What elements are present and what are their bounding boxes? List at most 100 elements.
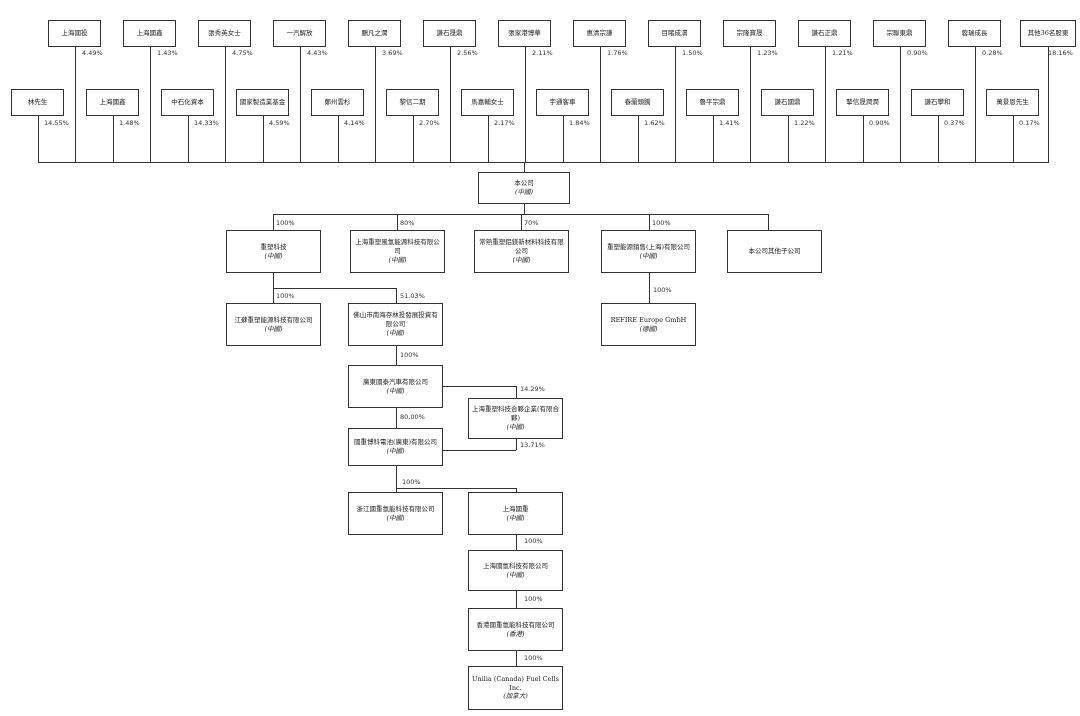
subsidiary-location: (中國) bbox=[386, 328, 405, 337]
shareholding-pct: 13.71% bbox=[520, 441, 545, 449]
shareholding-pct: 70% bbox=[524, 219, 539, 227]
subsidiary-name: REFIRE Europe GmbH bbox=[610, 315, 687, 324]
connector-line bbox=[649, 214, 650, 230]
connector-line bbox=[563, 116, 564, 162]
shareholding-pct: 1.62% bbox=[644, 119, 665, 127]
subsidiary-box: 上海重塑風氫能源科技有限公司 (中國) bbox=[350, 230, 445, 273]
shareholder-name: 上海國鑫 bbox=[136, 29, 163, 38]
company-name: 本公司 bbox=[514, 179, 534, 188]
shareholder-name: 春蘭頭騰 bbox=[624, 98, 651, 107]
connector-line bbox=[525, 47, 526, 162]
shareholder-name: 謙石晟鼎 bbox=[436, 29, 463, 38]
shareholding-pct: 4.75% bbox=[232, 49, 253, 57]
shareholder-name: 蓉瑞成長 bbox=[961, 29, 988, 38]
shareholding-pct: 18.16% bbox=[1048, 49, 1073, 57]
shareholder-box: 上海國投 bbox=[48, 20, 101, 47]
shareholder-box: 上海國鑫 bbox=[123, 20, 176, 47]
shareholder-name: 馬嘉輔女士 bbox=[471, 98, 504, 107]
subsidiary-location: (中國) bbox=[506, 570, 525, 579]
shareholder-box: 其他36名股東 bbox=[1020, 20, 1076, 47]
shareholding-pct: 100% bbox=[400, 351, 419, 359]
shareholding-pct: 100% bbox=[276, 219, 295, 227]
connector-line bbox=[450, 47, 451, 162]
shareholding-pct: 100% bbox=[653, 286, 672, 294]
shareholder-box: 馬嘉輔女士 bbox=[461, 89, 514, 116]
connector-line bbox=[338, 116, 339, 162]
subsidiary-box: REFIRE Europe GmbH (德國) bbox=[601, 303, 696, 346]
connector-line bbox=[396, 488, 397, 492]
connector-line bbox=[768, 214, 769, 230]
shareholder-box: 謙石正鼎 bbox=[798, 20, 851, 47]
shareholder-box: 宇通客車 bbox=[536, 89, 589, 116]
connector-line bbox=[375, 47, 376, 162]
connector-line bbox=[524, 162, 525, 172]
shareholder-box: 謙石晟鼎 bbox=[423, 20, 476, 47]
subsidiary-location: (香港) bbox=[506, 629, 525, 638]
subsidiary-box: 上海國氫科技有限公司 (中國) bbox=[468, 550, 563, 591]
shareholder-name: 一汽解放 bbox=[286, 29, 313, 38]
connector-line bbox=[225, 47, 226, 162]
shareholder-box: 惠清宗謙 bbox=[573, 20, 626, 47]
connector-line bbox=[863, 116, 864, 162]
shareholding-pct: 100% bbox=[524, 595, 543, 603]
subsidiary-location: (中國) bbox=[386, 447, 405, 455]
company-location: (中國) bbox=[514, 188, 534, 196]
subsidiary-name: 江蘇重塑能源科技有限公司 bbox=[234, 315, 313, 324]
connector-line bbox=[516, 386, 517, 398]
subsidiary-box: 廣東國泰汽車有限公司 (中國) bbox=[348, 365, 443, 408]
subsidiary-box: 常熟重塑鋁鎂新材料科技有限公司 (中國) bbox=[474, 230, 569, 273]
shareholder-box: 魯平宗鼎 bbox=[686, 89, 739, 116]
connector-line bbox=[1013, 116, 1014, 162]
connector-line bbox=[788, 116, 789, 162]
shareholder-box: 一汽解放 bbox=[273, 20, 326, 47]
shareholder-box: 萬景恩先生 bbox=[986, 89, 1039, 116]
shareholder-name: 上海國鑫 bbox=[99, 98, 126, 107]
connector-line bbox=[396, 488, 516, 489]
connector-line bbox=[675, 47, 676, 162]
subsidiary-name: 重塑科技 bbox=[260, 242, 287, 251]
subsidiary-location: (加拿大) bbox=[503, 692, 528, 701]
shareholding-pct: 1.48% bbox=[119, 119, 140, 127]
connector-line bbox=[900, 47, 901, 162]
subsidiary-location: (中國) bbox=[639, 251, 658, 260]
subsidiary-name: 上海重塑風氫能源科技有限公司 bbox=[355, 238, 440, 256]
shareholder-name: 謙石攀和 bbox=[924, 98, 951, 107]
shareholder-name: 宗隆寶晟 bbox=[736, 29, 763, 38]
shareholding-pct: 1.22% bbox=[794, 119, 815, 127]
shareholding-pct: 0.90% bbox=[907, 49, 928, 57]
subsidiary-location: (中國) bbox=[506, 513, 525, 522]
connector-line bbox=[516, 651, 517, 666]
subsidiary-name: 本公司其他子公司 bbox=[748, 247, 801, 256]
shareholder-name: 摯信晟潤潤 bbox=[846, 98, 879, 107]
shareholding-pct: 2.11% bbox=[532, 49, 553, 57]
subsidiary-box: 本公司其他子公司 bbox=[727, 230, 822, 273]
shareholder-name: 魯平宗鼎 bbox=[699, 98, 726, 107]
connector-line bbox=[516, 535, 517, 550]
subsidiary-box: 香港國重氫能科技有限公司 (香港) bbox=[468, 608, 563, 651]
connector-line bbox=[397, 214, 398, 230]
connector-line bbox=[396, 288, 397, 303]
shareholding-pct: 4.49% bbox=[82, 49, 103, 57]
subsidiary-name: 上海重塑科技合夥企業(有限合夥) bbox=[471, 405, 560, 423]
shareholder-box: 目睹成濤 bbox=[648, 20, 701, 47]
connector-line bbox=[263, 116, 264, 162]
subsidiary-name: 常熟重塑鋁鎂新材料科技有限公司 bbox=[479, 238, 564, 256]
subsidiary-name: 國重博科電池(廣東)有限公司 bbox=[353, 438, 438, 447]
connector-line bbox=[113, 116, 114, 162]
subsidiary-name: 上海國氫科技有限公司 bbox=[483, 561, 548, 570]
shareholding-pct: 14.55% bbox=[44, 119, 69, 127]
subsidiary-box: 國重博科電池(廣東)有限公司 (中國) bbox=[348, 428, 443, 466]
shareholder-name: 國家製造業基金 bbox=[239, 98, 286, 107]
subsidiary-location: (中國) bbox=[386, 513, 405, 522]
connector-line bbox=[188, 116, 189, 162]
connector-line bbox=[273, 214, 274, 230]
company-box: 本公司 (中國) bbox=[478, 172, 570, 204]
subsidiary-box: 上海重塑科技合夥企業(有限合夥) (中國) bbox=[468, 398, 563, 439]
subsidiary-name: 佛山市南海存林投發展投資有限公司 bbox=[353, 311, 438, 329]
connector-line bbox=[524, 204, 525, 214]
subsidiary-location: (中國) bbox=[388, 255, 407, 264]
shareholding-pct: 100% bbox=[524, 654, 543, 662]
connector-line bbox=[443, 450, 516, 451]
connector-line bbox=[516, 488, 517, 492]
connector-line bbox=[443, 386, 516, 387]
